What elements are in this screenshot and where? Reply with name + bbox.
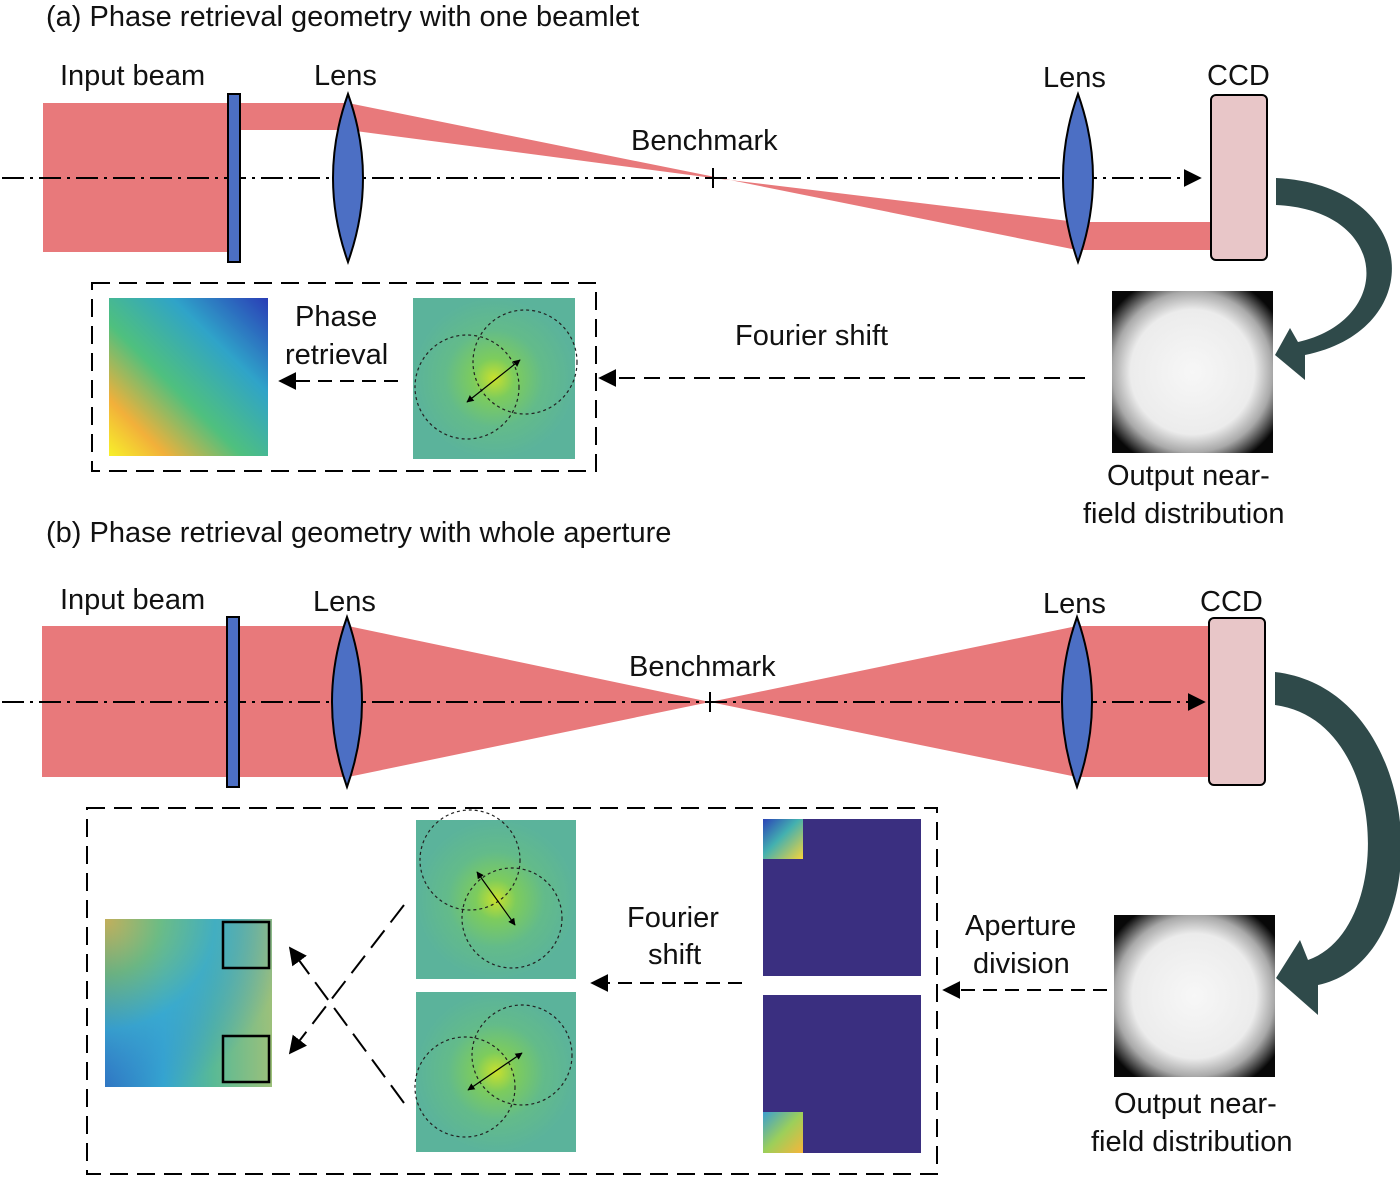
panel-b: (b) Phase retrieval geometry with whole … <box>2 517 1400 1175</box>
lens-1-label-a: Lens <box>314 60 377 92</box>
ccd-label-a: CCD <box>1207 60 1270 92</box>
lens-2-b <box>1061 613 1093 791</box>
subaperture-block-top <box>763 819 803 859</box>
aperture-division-label-line2: division <box>973 948 1070 980</box>
panel-b-title: (b) Phase retrieval geometry with whole … <box>46 517 671 549</box>
lens-2-label-a: Lens <box>1043 62 1106 94</box>
lens-1-a <box>332 91 364 265</box>
benchmark-label-a: Benchmark <box>631 125 778 157</box>
beamlet-segment <box>236 103 348 130</box>
output-label-b-line2: field distribution <box>1091 1126 1293 1158</box>
panel-a: (a) Phase retrieval geometry with one be… <box>2 1 1392 530</box>
benchmark-label-b: Benchmark <box>629 651 776 683</box>
shift-vector-a <box>466 359 521 403</box>
processing-box-a <box>91 282 597 472</box>
sideband-circle-b2 <box>461 867 563 969</box>
panel-a-beam <box>43 103 1211 252</box>
lens-2-a <box>1062 91 1094 265</box>
phase-retrieval-label-a-line1: Phase <box>295 301 377 333</box>
aperture-division-label-line1: Aperture <box>965 910 1076 942</box>
ccd-b <box>1208 617 1266 786</box>
subaperture-marker-top <box>221 920 271 970</box>
lens-1-label-b: Lens <box>313 586 376 618</box>
beamlet-output <box>1077 222 1211 250</box>
processing-box-b <box>86 807 938 1175</box>
ccd-label-b: CCD <box>1200 586 1263 618</box>
spectrum-image-a <box>413 298 575 459</box>
fourier-shift-label-b-line2: shift <box>648 939 701 971</box>
curved-arrow-b <box>1275 672 1400 1015</box>
sideband-circle-b1 <box>419 809 521 911</box>
phase-retrieval-label-a-line2: retrieval <box>285 339 388 371</box>
fourier-shift-label-b-line1: Fourier <box>627 902 719 934</box>
output-label-a-line2: field distribution <box>1083 498 1285 530</box>
input-beam-label-b: Input beam <box>60 584 205 616</box>
near-field-image-b <box>1114 915 1275 1077</box>
output-label-b-line1: Output near- <box>1114 1088 1277 1120</box>
retrieved-phase-image-a <box>109 298 268 456</box>
beam-after-aperture-b <box>238 626 348 777</box>
cross-arrow-to-bottom <box>288 904 405 1055</box>
near-field-image-a <box>1112 291 1273 453</box>
input-beam-label-a: Input beam <box>60 60 205 92</box>
cross-arrow-to-top <box>288 946 405 1104</box>
subaperture-marker-bottom <box>221 1034 271 1084</box>
lens-1-b <box>331 613 363 791</box>
lens-2-label-b: Lens <box>1043 588 1106 620</box>
curved-arrow-a <box>1275 178 1392 380</box>
aperture-plate-b <box>226 616 240 788</box>
ccd-a <box>1210 94 1268 261</box>
shift-vector-b2 <box>467 1052 523 1091</box>
panel-a-title: (a) Phase retrieval geometry with one be… <box>46 1 639 33</box>
shift-vector-b1 <box>476 871 516 926</box>
spectrum-image-b-bottom <box>416 992 576 1152</box>
output-label-a-line1: Output near- <box>1107 460 1270 492</box>
subaperture-block-bottom <box>763 1112 803 1153</box>
fourier-shift-label-a: Fourier shift <box>735 320 888 352</box>
phase-corner-overlay <box>105 919 272 1087</box>
aperture-plate-a <box>227 93 241 263</box>
